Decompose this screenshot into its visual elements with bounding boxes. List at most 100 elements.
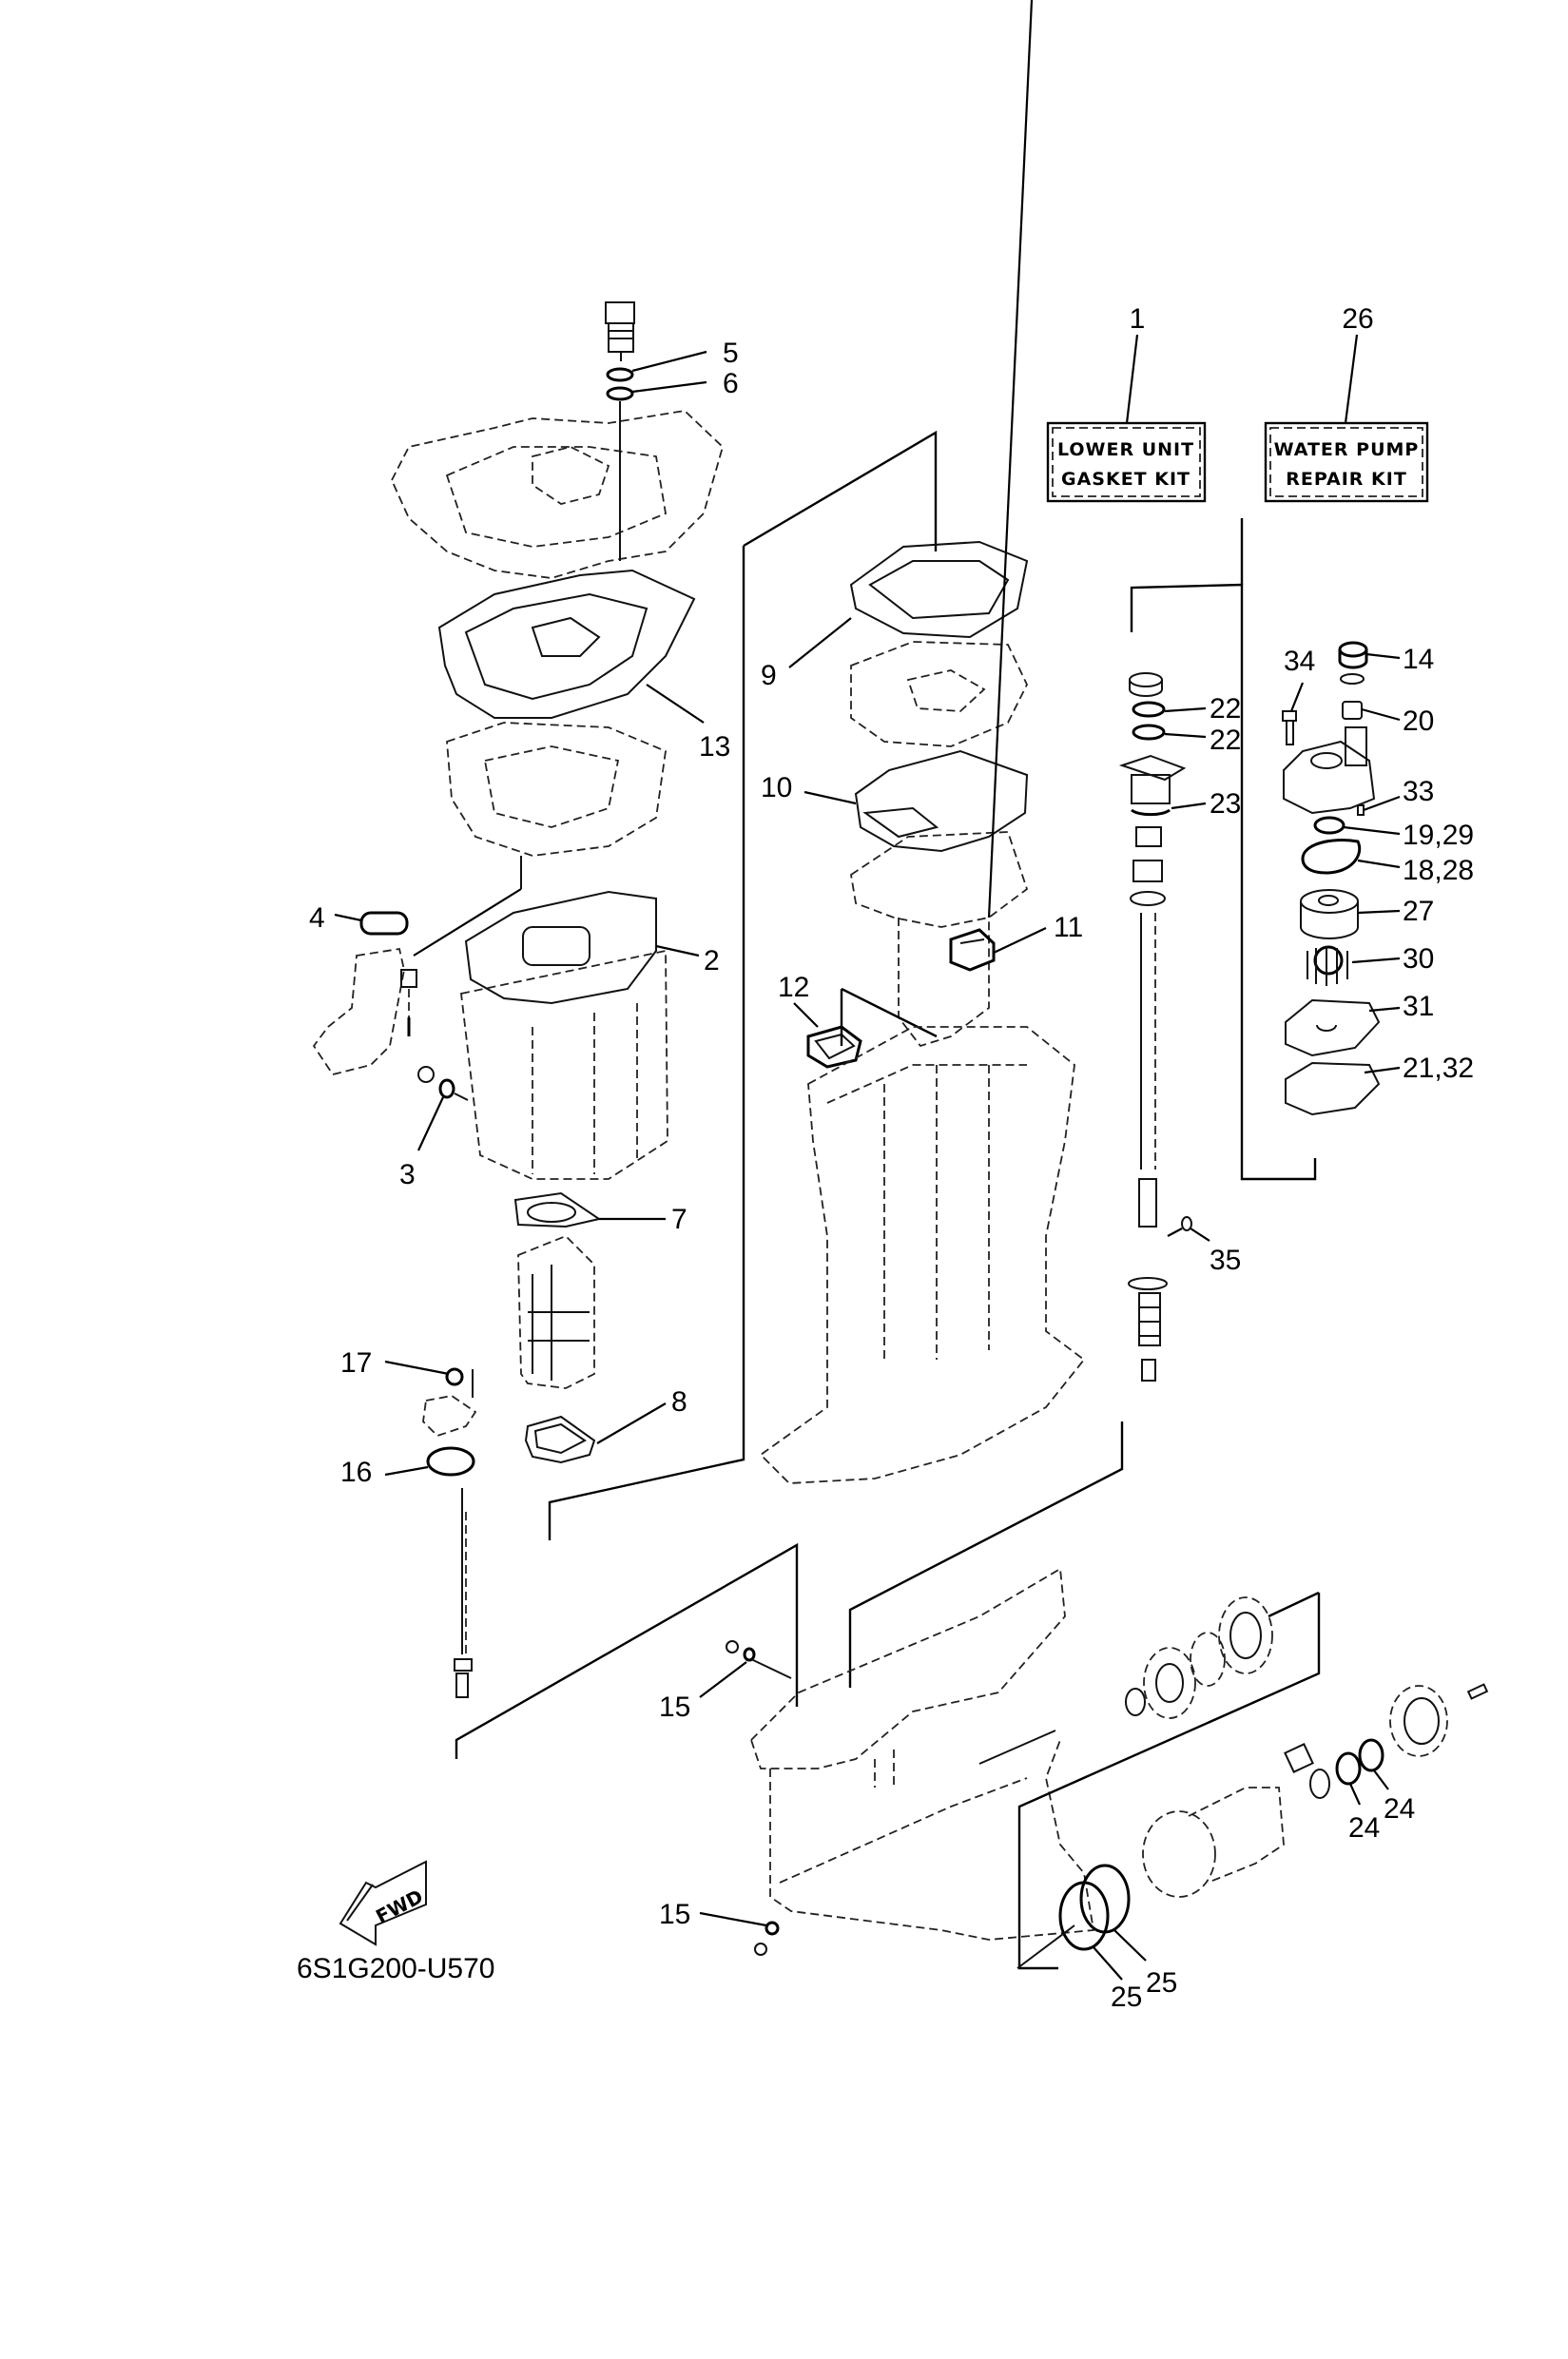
sensor-plug	[605, 301, 635, 361]
anode-ring	[1389, 1685, 1448, 1757]
oil-strainer	[312, 888, 522, 1076]
callout-2[interactable]: 2	[704, 945, 720, 976]
callout-4[interactable]: 4	[309, 902, 325, 934]
callout-12[interactable]: 12	[778, 972, 809, 1003]
callout-19-29[interactable]: 19,29	[1403, 820, 1474, 851]
leader-1	[1125, 334, 1139, 424]
grommet-lower	[1340, 673, 1365, 685]
kit-box-lower-unit-gasket[interactable]: LOWER UNIT GASKET KIT	[1046, 421, 1207, 503]
mount-11	[949, 928, 996, 972]
gasket-4	[359, 911, 409, 936]
oil-seal-housing	[1118, 754, 1187, 804]
outer-plate-31	[1285, 998, 1381, 1057]
callout-9[interactable]: 9	[761, 660, 777, 691]
callout-1[interactable]: 1	[1130, 303, 1146, 335]
pin-33	[1357, 804, 1365, 816]
drain-plug-3	[417, 1066, 469, 1101]
callout-24b[interactable]: 24	[1384, 1793, 1415, 1825]
gasket-8	[524, 1415, 596, 1464]
callout-13[interactable]: 13	[699, 731, 730, 763]
shim-ring	[1125, 1688, 1146, 1716]
plug-15-lower	[754, 1921, 780, 1956]
gasket-13	[437, 569, 696, 719]
oil-seal-24b	[1358, 1738, 1384, 1772]
kit-label-line2: GASKET KIT	[1061, 469, 1191, 490]
callout-31[interactable]: 31	[1403, 991, 1434, 1022]
callout-25b[interactable]: 25	[1111, 1982, 1142, 2013]
drive-shaft	[1128, 826, 1168, 1382]
o-ring-25b	[1058, 1881, 1110, 1951]
callout-15-lower[interactable]: 15	[659, 1899, 690, 1930]
callout-17[interactable]: 17	[340, 1347, 372, 1379]
callout-30[interactable]: 30	[1403, 943, 1434, 975]
bushing	[1129, 672, 1163, 697]
callout-10[interactable]: 10	[761, 772, 792, 803]
callout-27[interactable]: 27	[1403, 896, 1434, 927]
shim	[1190, 1632, 1226, 1687]
impeller-housing-27	[1300, 889, 1359, 939]
o-ring-23	[1131, 808, 1171, 817]
gasket-7	[513, 1191, 602, 1228]
drive-shaft-housing	[759, 1026, 1086, 1484]
callout-15-upper[interactable]: 15	[659, 1692, 690, 1723]
oil-seal-22b	[1132, 724, 1166, 741]
callout-7[interactable]: 7	[671, 1204, 687, 1235]
gasket-21-32	[1285, 1061, 1381, 1116]
oil-seal-22a	[1132, 701, 1166, 718]
callout-14[interactable]: 14	[1403, 644, 1434, 675]
insert-cartridge-20	[1342, 701, 1363, 720]
mount-12	[806, 1025, 862, 1069]
exhaust-guide	[446, 722, 667, 889]
callout-25a[interactable]: 25	[1146, 1967, 1177, 1999]
callout-22b[interactable]: 22	[1210, 725, 1241, 756]
exhaust-pipe	[517, 1234, 595, 1389]
callout-11[interactable]: 11	[1054, 912, 1083, 943]
group-frame-pump	[1130, 583, 1317, 1181]
callout-35[interactable]: 35	[1210, 1245, 1241, 1276]
key-35	[1181, 1216, 1192, 1231]
diagram-code: 6S1G200-U570	[297, 1953, 494, 1984]
taper-bearing	[1218, 1596, 1273, 1674]
callout-34[interactable]: 34	[1284, 646, 1315, 677]
pump-housing	[1283, 726, 1376, 815]
group-frame-lower	[455, 1542, 799, 1759]
callout-18-28[interactable]: 18,28	[1403, 855, 1474, 886]
callout-33[interactable]: 33	[1403, 776, 1434, 807]
group-frame-gear	[1017, 1593, 1321, 1970]
dipstick	[454, 1488, 473, 1698]
gasket-2	[464, 890, 657, 1005]
bolt-anode	[1466, 1683, 1489, 1700]
callout-8[interactable]: 8	[671, 1386, 687, 1418]
kit-label-line1: WATER PUMP	[1274, 439, 1420, 460]
bolt-34	[1282, 710, 1297, 745]
callout-26[interactable]: 26	[1342, 303, 1373, 335]
callout-23[interactable]: 23	[1210, 788, 1241, 820]
impeller-30	[1307, 945, 1348, 986]
callout-20[interactable]: 20	[1403, 706, 1434, 737]
o-ring-16	[426, 1446, 475, 1477]
callout-24a[interactable]: 24	[1348, 1812, 1380, 1844]
plug-15-upper	[726, 1640, 756, 1662]
callout-6[interactable]: 6	[723, 368, 739, 399]
gasket-18-28	[1301, 839, 1362, 875]
gasket-10	[854, 749, 1029, 853]
cover-plate	[422, 1367, 477, 1438]
group-frame-upper	[548, 546, 745, 1540]
kit-label-line2: REPAIR KIT	[1286, 469, 1407, 490]
callout-5[interactable]: 5	[723, 338, 739, 369]
o-ring-6	[606, 386, 634, 401]
callout-22a[interactable]: 22	[1210, 693, 1241, 725]
kit-label-line1: LOWER UNIT	[1057, 439, 1194, 460]
gasket-9	[849, 540, 1029, 639]
oil-pan-upper	[391, 401, 725, 579]
lower-case	[749, 1567, 1095, 1941]
propeller-shaft-housing	[1142, 1743, 1330, 1898]
o-ring-5	[606, 367, 634, 382]
callout-21-32[interactable]: 21,32	[1403, 1053, 1474, 1084]
forward-direction-arrow: FWD	[339, 1860, 427, 1946]
callout-16[interactable]: 16	[340, 1457, 372, 1488]
forward-gear	[1143, 1647, 1196, 1719]
callout-3[interactable]: 3	[399, 1159, 416, 1190]
kit-box-water-pump-repair[interactable]: WATER PUMP REPAIR KIT	[1264, 421, 1429, 503]
